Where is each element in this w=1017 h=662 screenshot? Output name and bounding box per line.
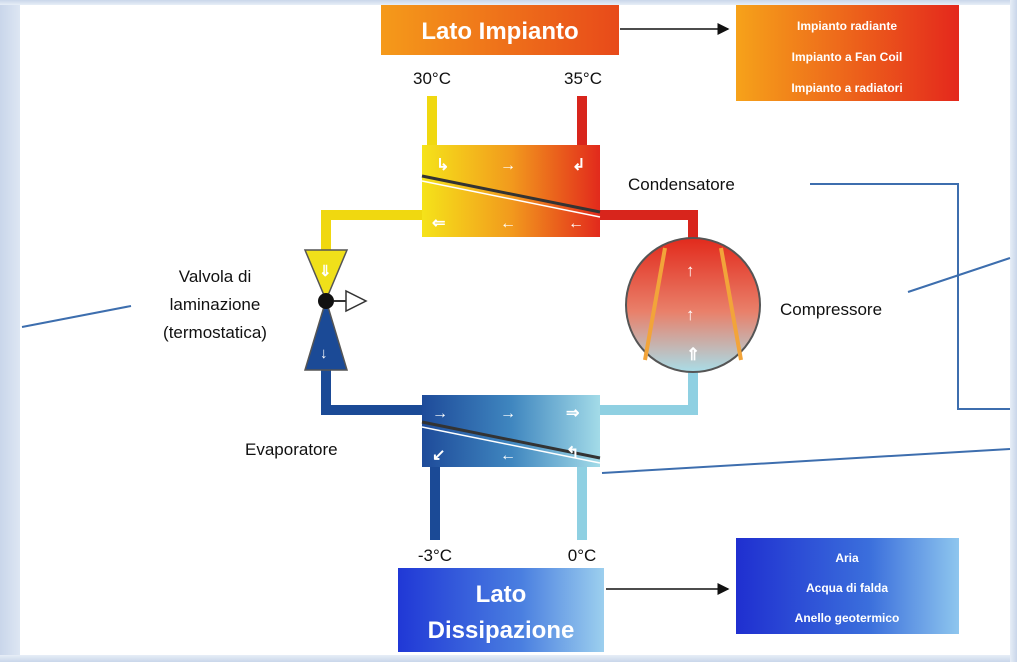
evaporator-exchanger: → → ⇒ ↙ ← ↰ [421, 395, 601, 467]
evaporator-label: Evaporatore [245, 440, 338, 459]
svg-text:↓: ↓ [320, 345, 328, 362]
dissipation-type-item: Aria [835, 551, 859, 565]
expansion-valve: ⇓ ↓ [303, 249, 368, 371]
compressor-leader-line [907, 257, 1011, 293]
plant-return-pipe [427, 96, 437, 156]
dissipation-cold-temperature: -3°C [418, 546, 452, 565]
dissipation-side-title-line2: Dissipazione [428, 617, 575, 644]
compressor-label: Compressore [780, 300, 882, 319]
svg-text:↰: ↰ [566, 445, 579, 462]
svg-text:←: ← [568, 215, 584, 232]
svg-text:↙: ↙ [432, 447, 445, 464]
dissipation-side-title-line1: Lato [476, 581, 527, 608]
plant-supply-temperature: 35°C [564, 69, 602, 88]
svg-text:←: ← [500, 215, 516, 232]
plant-type-item: Impianto radiante [797, 19, 897, 33]
condenser-label: Condensatore [628, 175, 735, 194]
plant-type-item: Impianto a Fan Coil [792, 50, 903, 64]
plant-return-temperature: 30°C [413, 69, 451, 88]
dissipation-cold-pipe [430, 460, 440, 540]
plant-side-title: Lato Impianto [421, 18, 578, 45]
dissipation-side-title-box [398, 568, 604, 652]
compressor-body: ↑ ↑ ⇑ [625, 237, 761, 373]
evaporator-inlet-pipe [321, 370, 425, 415]
condenser-leader-line [810, 183, 1010, 410]
svg-text:→: → [500, 405, 516, 422]
frame-right-border [1010, 0, 1017, 662]
dissipation-warm-temperature: 0°C [568, 546, 597, 565]
suction-pipe [597, 365, 698, 415]
frame-bottom-border [0, 655, 1017, 662]
valve-label-line3: (termostatica) [163, 323, 267, 342]
valve-label-line1: Valvola di [179, 267, 251, 286]
svg-text:↳: ↳ [436, 157, 449, 174]
valve-leader-line [21, 305, 132, 328]
plant-types-box [736, 5, 959, 101]
svg-text:↑: ↑ [686, 305, 695, 324]
plant-supply-pipe [577, 96, 587, 156]
dissipation-warm-pipe [577, 460, 587, 540]
svg-text:←: ← [500, 447, 516, 464]
condenser-exchanger: ↳ → ↲ ⇐ ← ← [421, 145, 601, 237]
frame-top-border [0, 0, 1017, 5]
svg-text:→: → [500, 157, 516, 174]
dissipation-types-box [736, 538, 959, 634]
frame-left-border [0, 0, 20, 662]
plant-side-title-box [381, 5, 619, 55]
dissipation-type-item: Anello geotermico [795, 611, 900, 625]
liquid-line-pipe [321, 210, 425, 250]
svg-text:⇐: ⇐ [432, 215, 445, 232]
svg-text:↑: ↑ [686, 261, 695, 280]
dissipation-type-item: Acqua di falda [806, 581, 888, 595]
plant-type-item: Impianto a radiatori [791, 81, 902, 95]
svg-text:⇓: ⇓ [319, 263, 332, 280]
svg-text:→: → [432, 405, 448, 422]
svg-text:⇑: ⇑ [686, 345, 700, 364]
evaporator-leader-line [601, 448, 1011, 474]
discharge-pipe [597, 210, 698, 245]
svg-text:↲: ↲ [572, 157, 585, 174]
valve-label-line2: laminazione [170, 295, 261, 314]
svg-text:⇒: ⇒ [566, 405, 579, 422]
